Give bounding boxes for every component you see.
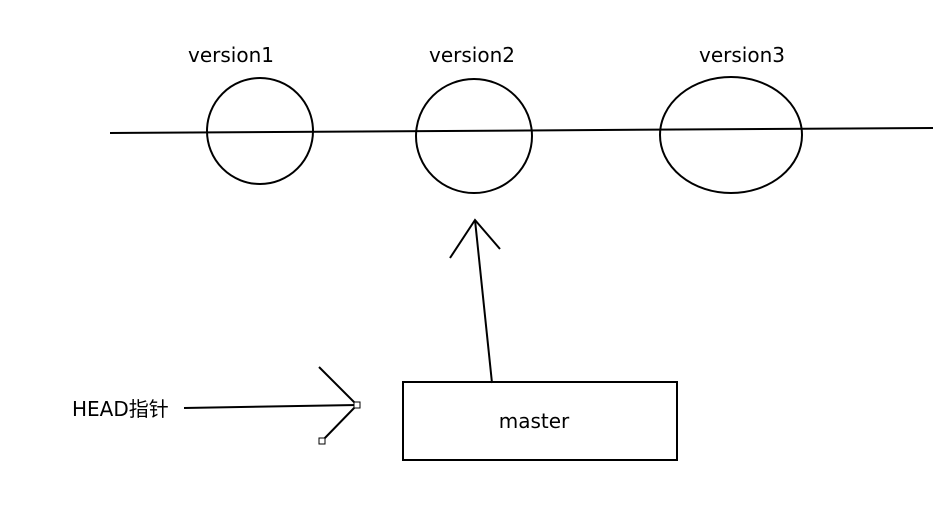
commit-label-version3: version3: [699, 43, 785, 67]
branch-box-master: master: [402, 381, 678, 461]
branch-rect-master: [402, 381, 678, 461]
branch-arrow-head: [449, 218, 501, 259]
commit-circle-version1: [206, 77, 314, 185]
branch-label-master: master: [499, 409, 570, 433]
head-pointer: HEAD指针: [72, 366, 361, 445]
head-label: HEAD指针: [72, 397, 169, 421]
branch-pointer-arrow: [449, 218, 501, 384]
selection-handle-end: [318, 437, 326, 445]
commit-timeline: [109, 127, 933, 134]
commit-node-version2: version2: [415, 43, 533, 194]
head-arrow-shaft: [183, 404, 358, 409]
commit-node-version3: version3: [659, 43, 803, 194]
branch-arrow-shaft: [474, 219, 493, 384]
head-arrow-head: [318, 366, 359, 442]
commit-circle-version3: [659, 76, 803, 194]
selection-handle-tip: [353, 401, 361, 409]
commit-label-version2: version2: [429, 43, 515, 67]
commit-circle-version2: [415, 78, 533, 194]
commit-label-version1: version1: [188, 43, 274, 67]
commit-node-version1: version1: [188, 43, 314, 185]
